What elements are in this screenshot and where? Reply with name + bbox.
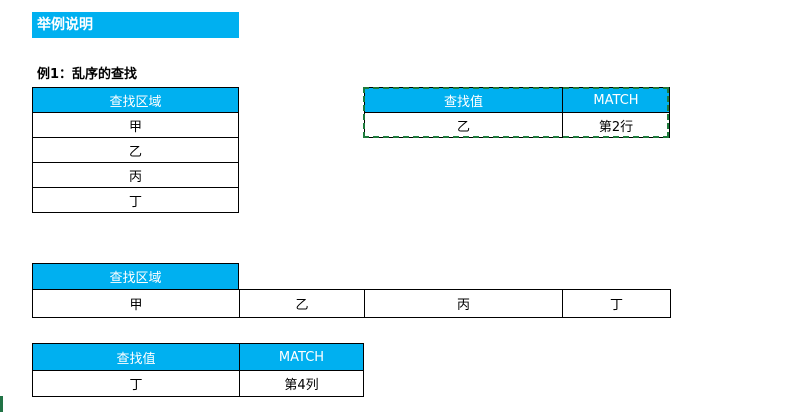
section-banner[interactable]: 举例说明 (32, 12, 239, 38)
horizontal-range-header-table: 查找区域 (32, 263, 239, 290)
lookup-value-header[interactable]: 查找值 (32, 343, 240, 371)
lookup-result-table-1: 查找值 MATCH 乙 第2行 (364, 87, 670, 138)
range-cell[interactable]: 丙 (364, 289, 563, 318)
lookup-value-cell[interactable]: 丁 (32, 370, 240, 397)
range-cell[interactable]: 乙 (32, 137, 239, 163)
range-header-cell[interactable]: 查找区域 (32, 87, 239, 113)
range-cell[interactable]: 乙 (239, 289, 365, 318)
range-cell[interactable]: 甲 (32, 289, 240, 318)
range-cell[interactable]: 丁 (562, 289, 671, 318)
match-header[interactable]: MATCH (239, 343, 364, 371)
match-header[interactable]: MATCH (562, 87, 670, 113)
range-cell[interactable]: 甲 (32, 112, 239, 138)
sheet-edge-indicator (0, 396, 3, 412)
vertical-lookup-range-table: 查找区域 甲 乙 丙 丁 (32, 87, 239, 213)
range-cell[interactable]: 丁 (32, 187, 239, 213)
match-result-cell[interactable]: 第2行 (562, 112, 670, 138)
match-result-cell[interactable]: 第4列 (239, 370, 364, 397)
lookup-value-cell[interactable]: 乙 (364, 112, 563, 138)
range-header-cell[interactable]: 查找区域 (32, 263, 239, 290)
example-title[interactable]: 例1：乱序的查找 (37, 67, 138, 82)
range-cell[interactable]: 丙 (32, 162, 239, 188)
lookup-result-table-2: 查找值 MATCH 丁 第4列 (32, 343, 364, 397)
banner-title: 举例说明 (37, 17, 93, 33)
horizontal-lookup-range-table: 甲 乙 丙 丁 (32, 289, 671, 318)
lookup-value-header[interactable]: 查找值 (364, 87, 563, 113)
